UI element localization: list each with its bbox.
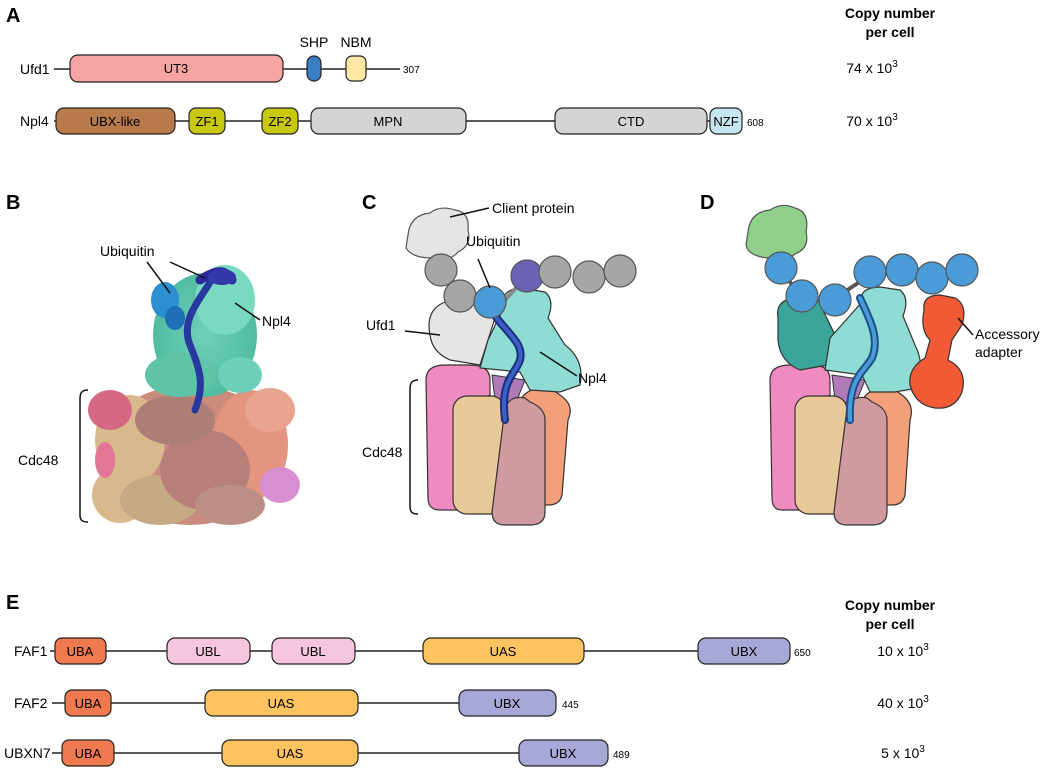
faf1-ubl2-domain (271, 637, 356, 665)
cryo-em-map (88, 265, 300, 525)
copy-header-line2-top: per cell (865, 24, 914, 40)
npl4-length: 608 (747, 118, 764, 129)
panel-label-d: D (700, 192, 714, 214)
faf2-name: FAF2 (14, 695, 48, 711)
faf2-ubx-label: UBX (494, 696, 521, 711)
b-cdc48-bracket (79, 389, 89, 523)
faf1-length: 650 (794, 648, 811, 659)
faf1-uas-domain (422, 637, 585, 665)
zf2-domain (261, 107, 299, 135)
faf2-uas-domain (204, 689, 359, 717)
mpn-domain (310, 107, 467, 135)
ctd-domain (554, 107, 708, 135)
panel-label-c: C (362, 192, 376, 214)
faf1-ubx-label: UBX (731, 644, 758, 659)
ubxn7-uas-domain (221, 739, 359, 767)
zf2-label: ZF2 (268, 114, 291, 129)
d-accessory-line1: Accessory (975, 326, 1040, 342)
ufd1-copy-number: 74 x 103 (846, 59, 898, 76)
faf1-name: FAF1 (14, 643, 48, 659)
shp-motif (306, 55, 322, 82)
panel-label-a: A (6, 5, 20, 27)
faf2-uba-domain (64, 689, 112, 717)
copy-header-line1-top: Copy number (845, 5, 936, 21)
ufd1-domain-map: Ufd1 UT3 SHP NBM 307 74 x 103 (20, 34, 898, 83)
nbm-label: NBM (340, 34, 371, 50)
d-accessory-line2: adapter (975, 344, 1023, 360)
ufd1-copy-base: 74 x 10 (846, 60, 892, 76)
c-client-protein-label: Client protein (492, 200, 575, 216)
ubxn7-copy-number: 5 x 103 (881, 744, 925, 761)
ubx-like-domain (55, 107, 176, 135)
ubxn7-uba-domain (61, 739, 115, 767)
faf1-copy-number: 10 x 103 (877, 642, 929, 659)
b-npl4-label: Npl4 (262, 313, 291, 329)
faf1-domain-map: FAF1 UBA UBL UBL UAS UBX 650 10 x 103 (14, 637, 929, 665)
nzf-domain (709, 107, 743, 135)
ut3-label: UT3 (164, 61, 189, 76)
faf2-copy-number: 40 x 103 (877, 694, 929, 711)
npl4-copy-number: 70 x 103 (846, 112, 898, 129)
faf2-uas-label: UAS (268, 696, 295, 711)
copy-header-line2-bottom: per cell (865, 616, 914, 632)
faf1-copy-base: 10 x 10 (877, 643, 923, 659)
ubxn7-domain-map: UBXN7 UBA UAS UBX 489 5 x 103 (4, 739, 925, 767)
zf1-label: ZF1 (195, 114, 218, 129)
faf1-uba-domain (54, 637, 107, 665)
ubxn7-ubx-domain (518, 739, 609, 767)
faf1-copy-exp: 3 (923, 642, 929, 653)
c-cdc48-bracket (409, 379, 419, 515)
ufd1-copy-exp: 3 (892, 59, 898, 70)
b-ubiquitin-label: Ubiquitin (100, 243, 154, 259)
npl4-copy-exp: 3 (892, 112, 898, 123)
npl4-copy-base: 70 x 10 (846, 113, 892, 129)
b-cdc48-label: Cdc48 (18, 452, 59, 468)
npl4-name: Npl4 (20, 113, 49, 129)
c-npl4-label: Npl4 (578, 370, 607, 386)
ubxn7-name: UBXN7 (4, 745, 51, 761)
faf1-ubl1-domain (166, 637, 251, 665)
faf1-ubl1-label: UBL (195, 644, 220, 659)
faf2-domain-map: FAF2 UBA UAS UBX 445 40 x 103 (14, 689, 929, 717)
mpn-label: MPN (374, 114, 403, 129)
nbm-motif (345, 55, 367, 82)
ufd1-name: Ufd1 (20, 61, 50, 77)
zf1-domain (188, 107, 226, 135)
ut3-domain (69, 54, 284, 83)
faf1-ubx-domain (697, 637, 791, 665)
ubxn7-uas-label: UAS (277, 746, 304, 761)
panel-label-b: B (6, 192, 20, 214)
copy-header-line1-bottom: Copy number (845, 597, 936, 613)
c-cdc48-label: Cdc48 (362, 444, 403, 460)
panel-label-e: E (6, 592, 19, 614)
faf2-length: 445 (562, 700, 579, 711)
ubxn7-copy-exp: 3 (919, 744, 925, 755)
ubxn7-ubx-label: UBX (550, 746, 577, 761)
model-d (745, 204, 979, 526)
c-ufd1-label: Ufd1 (366, 317, 396, 333)
ctd-label: CTD (618, 114, 645, 129)
faf1-uba-label: UBA (67, 644, 94, 659)
model-c (405, 207, 637, 526)
shp-label: SHP (300, 34, 329, 50)
faf2-copy-base: 40 x 10 (877, 695, 923, 711)
c-ubiquitin-label: Ubiquitin (466, 233, 520, 249)
nzf-label: NZF (713, 114, 738, 129)
ufd1-length: 307 (403, 65, 420, 76)
faf2-copy-exp: 3 (923, 694, 929, 705)
faf2-ubx-domain (458, 689, 557, 717)
npl4-domain-map: Npl4 UBX-like ZF1 ZF2 MPN CTD NZF 608 70… (20, 107, 898, 135)
faf1-uas-label: UAS (490, 644, 517, 659)
ubxn7-uba-label: UBA (75, 746, 102, 761)
ubx-like-label: UBX-like (90, 114, 141, 129)
faf2-uba-label: UBA (75, 696, 102, 711)
ubxn7-copy-base: 5 x 10 (881, 745, 919, 761)
faf1-ubl2-label: UBL (300, 644, 325, 659)
ubxn7-length: 489 (613, 750, 630, 761)
